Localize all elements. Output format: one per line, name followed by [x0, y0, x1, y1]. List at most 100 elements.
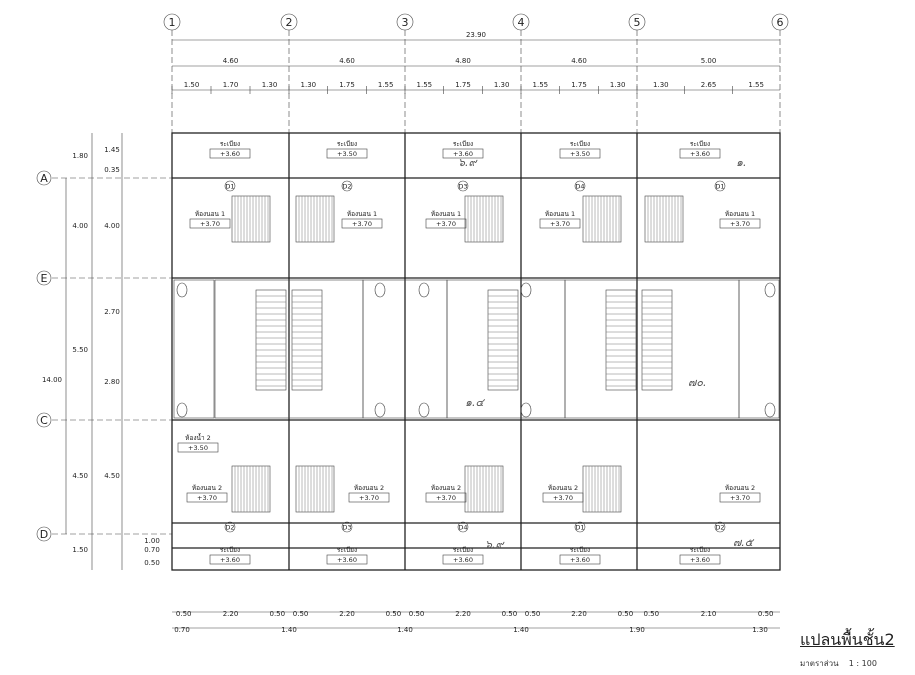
wardrobe-hatch: [464, 195, 504, 243]
toilet-fixture: [764, 402, 776, 418]
room-name: ห้องนอน 1: [725, 210, 755, 218]
dim-text-bottom-1: 0.50: [758, 610, 774, 618]
row-axis-label: A: [40, 172, 48, 185]
dim-text-sub: 1.55: [417, 81, 433, 89]
toilet-fixture: [520, 402, 532, 418]
door-tag: [574, 180, 586, 192]
balcony-bottom-label: ระเบียง+3.60: [442, 546, 484, 565]
balcony-top-label: ระเบียง +3.60: [209, 140, 251, 159]
dim-text-bay: 4.60: [571, 57, 587, 65]
column-axis-bubble: [512, 13, 530, 31]
column-axis-bubble: [771, 13, 789, 31]
wardrobe-and-stair-hatching: [231, 195, 684, 513]
wardrobe-hatch: [295, 465, 335, 513]
dim-text-left-inner: 1.00: [144, 537, 160, 545]
level-tag: +3.70: [200, 220, 220, 228]
drawing-title: แปลนพื้นชั้น2: [800, 630, 895, 649]
dim-text-bay: 4.60: [223, 57, 239, 65]
level-tag: +3.70: [730, 494, 750, 502]
room-name: ห้องนอน 2: [725, 484, 755, 492]
room-labels: ระเบียง+3.60ระเบียง+3.60ระเบียง+3.50ระเบ…: [176, 140, 776, 565]
door-tag-text: D2: [715, 524, 724, 532]
door-tag: [457, 180, 469, 192]
handwritten-note: ๗.๕: [733, 536, 755, 549]
stair-flight: [487, 289, 519, 391]
room-name: ระเบียง: [220, 546, 240, 554]
dim-text-bottom-1: 0.50: [409, 610, 425, 618]
drawing-scale: มาตราส่วน 1 : 100: [800, 657, 910, 670]
dim-text-bottom-1: 0.50: [502, 610, 518, 618]
dim-text-bottom-1: 0.50: [270, 610, 286, 618]
dim-text-left-outer: 1.80: [72, 152, 88, 160]
column-axis-label: 2: [286, 16, 293, 29]
stair-flight: [605, 289, 637, 391]
door-tag-text: D1: [575, 524, 584, 532]
toilet-fixture: [520, 282, 532, 298]
level-tag: +3.60: [220, 150, 240, 158]
column-axis-label: 5: [634, 16, 641, 29]
row-axis-label: E: [41, 272, 48, 285]
dim-text-bottom-1: 0.50: [644, 610, 660, 618]
bedroom-2-label: ห้องนอน 2+3.70: [348, 484, 390, 503]
column-axis-label: 4: [518, 16, 525, 29]
level-tag: +3.70: [553, 494, 573, 502]
room-name: ห้องนอน 2: [548, 484, 578, 492]
dim-text-bottom-2: 1.30: [752, 626, 768, 634]
dim-text-bottom-2: 1.40: [513, 626, 529, 634]
door-tag: [224, 180, 236, 192]
level-tag: +3.70: [436, 220, 456, 228]
wardrobe-hatch: [582, 465, 622, 513]
row-axis-bubble: [36, 526, 52, 542]
bedroom-2-label: ห้องนอน 2+3.70: [186, 484, 228, 503]
bedroom-2-label: ห้องนอน 2+3.70: [425, 484, 467, 503]
dim-text-left-inner: 2.70: [104, 308, 120, 316]
level-tag: +3.70: [352, 220, 372, 228]
room-name: ห้องนอน 2: [431, 484, 461, 492]
dim-text-sub: 1.75: [339, 81, 355, 89]
wardrobe-hatch: [231, 195, 271, 243]
dim-text-sub: 1.30: [610, 81, 626, 89]
balcony-bottom-label: ระเบียง +3.60: [326, 546, 368, 565]
stair-flight: [641, 289, 673, 391]
room-name: ห้องน้ำ 2: [185, 433, 211, 442]
dim-text-total: 14.00: [42, 376, 62, 384]
level-tag: +3.70: [730, 220, 750, 228]
dim-text-sub: 1.55: [533, 81, 549, 89]
toilet-fixture: [176, 402, 188, 418]
dim-text-sub: 1.30: [494, 81, 510, 89]
dim-text-bottom-1: 0.50: [176, 610, 192, 618]
dim-text-bay: 4.60: [339, 57, 355, 65]
wardrobe-hatch: [295, 195, 335, 243]
door-tag-text: D2: [342, 183, 351, 191]
level-tag: +3.60: [690, 150, 710, 158]
room-name: ระเบียง: [690, 140, 710, 148]
dim-text-left-inner: 4.50: [104, 472, 120, 480]
level-tag: +3.60: [690, 556, 710, 564]
dim-text-left-inner: 1.45: [104, 146, 120, 154]
dim-text-bottom-2: 1.40: [397, 626, 413, 634]
level-tag: +3.50: [570, 150, 590, 158]
row-axis-bubble: [36, 170, 52, 186]
scale-value: 1 : 100: [848, 659, 877, 668]
dim-text-sub: 1.55: [748, 81, 764, 89]
room-name: ระเบียง: [220, 140, 240, 148]
handwritten-notes: ๑. ๑.๔ ๗๐. ๖.๙ ๗.๕ ๖.๙: [458, 156, 755, 551]
toilet-fixture: [176, 282, 188, 298]
dim-text-bottom-1: 2.20: [223, 610, 239, 618]
balcony-top-label: ระเบียง+3.50: [559, 140, 601, 159]
dim-text-bay: 4.80: [455, 57, 471, 65]
dim-text-sub: 1.50: [184, 81, 200, 89]
dim-text-left-inner: 0.35: [104, 166, 120, 174]
wardrobe-hatch: [464, 465, 504, 513]
room-name: ระเบียง: [337, 546, 357, 554]
level-tag: +3.60: [337, 556, 357, 564]
dim-text-sub: 1.30: [262, 81, 278, 89]
row-axis-bubble: [36, 270, 52, 286]
bedroom-1-label: ห้องนอน 1+3.70: [539, 210, 581, 229]
dim-text-sub: 1.75: [571, 81, 587, 89]
column-axis-bubble: [396, 13, 414, 31]
dim-text-bottom-1: 2.10: [701, 610, 717, 618]
dim-text-left-inner: 2.80: [104, 378, 120, 386]
